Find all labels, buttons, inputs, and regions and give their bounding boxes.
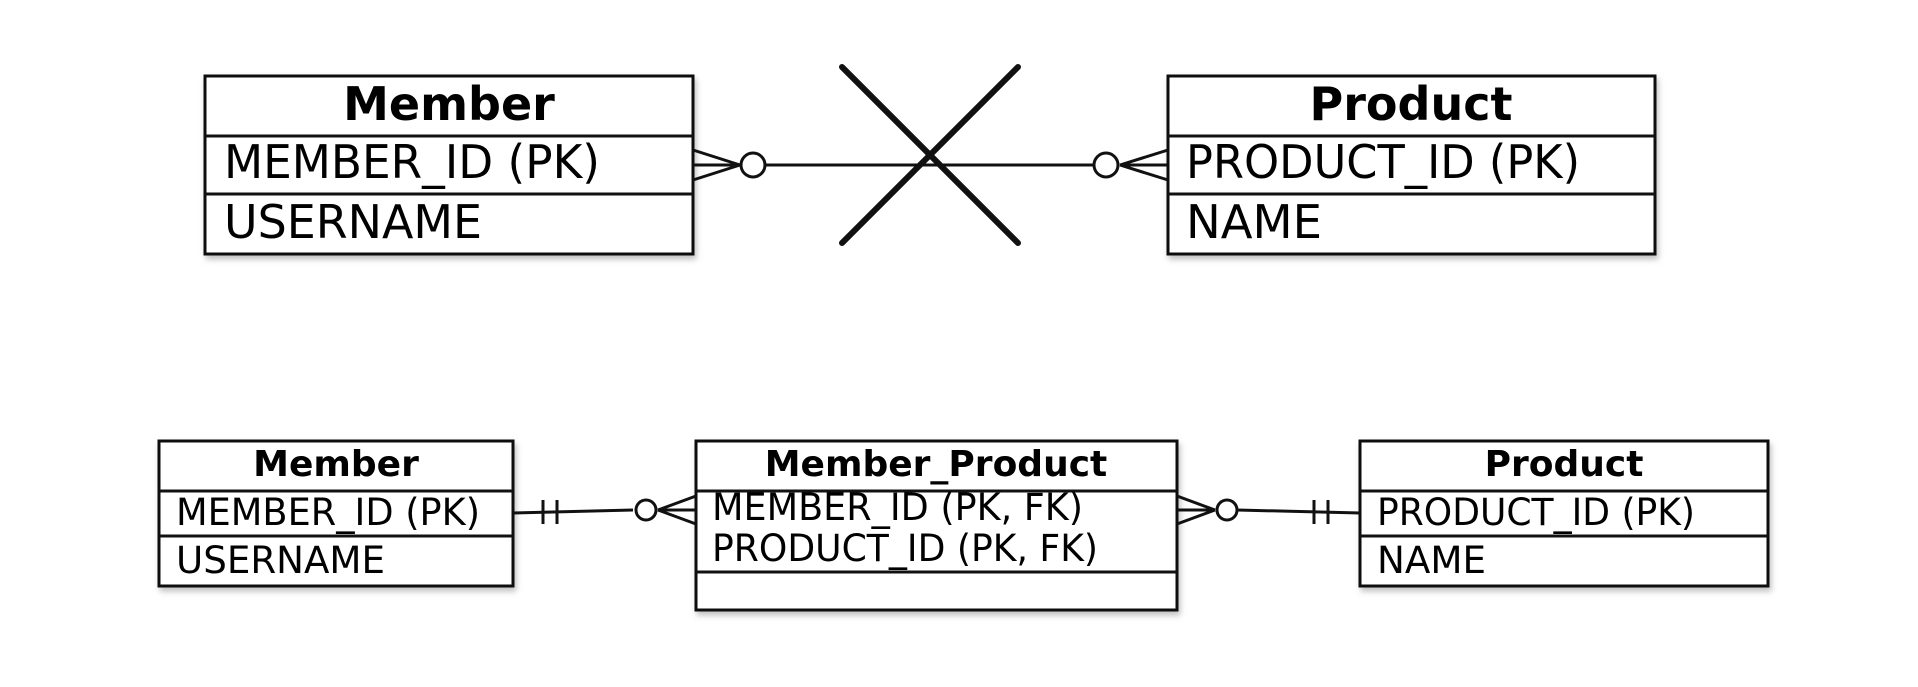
top-product-field-name: NAME [1186, 195, 1322, 249]
bottom-member-field-id: MEMBER_ID (PK) [176, 491, 480, 534]
optional-circle-icon [1215, 498, 1239, 522]
top-member-entity[interactable]: Member MEMBER_ID (PK) USERNAME [203, 74, 695, 256]
bottom-product-entity[interactable]: Product PRODUCT_ID (PK) NAME [1358, 439, 1770, 588]
bottom-member-field-username: USERNAME [176, 539, 385, 582]
optional-circle-icon [1092, 151, 1120, 179]
crows-foot-icon [657, 494, 697, 526]
bottom-member-entity[interactable]: Member MEMBER_ID (PK) USERNAME [157, 439, 515, 588]
top-diagram: Member MEMBER_ID (PK) USERNAME Product P… [203, 64, 1657, 256]
top-member-field-username: USERNAME [224, 195, 482, 249]
top-member-title: Member [343, 77, 555, 131]
bottom-diagram: Member MEMBER_ID (PK) USERNAME Member_Pr… [157, 439, 1770, 612]
bottom-relationship-left [512, 494, 697, 526]
bottom-member-product-box [694, 439, 1179, 612]
crows-foot-icon [1119, 148, 1169, 182]
bottom-product-title: Product [1485, 444, 1644, 485]
top-member-box [203, 74, 695, 256]
relationship-line [1236, 508, 1361, 515]
bottom-member-title: Member [253, 444, 419, 485]
bottom-product-box [1358, 439, 1770, 588]
crows-foot-icon [692, 148, 741, 182]
top-member-field-id: MEMBER_ID (PK) [224, 135, 600, 189]
top-relationship [692, 148, 1169, 182]
relationship-line [512, 508, 634, 515]
bottom-member-product-field-product-id: PRODUCT_ID (PK, FK) [712, 527, 1098, 570]
bottom-product-field-id: PRODUCT_ID (PK) [1377, 491, 1695, 534]
invalid-x-icon [839, 64, 1021, 246]
optional-circle-icon [739, 151, 767, 179]
one-mandatory-icon [1312, 500, 1330, 524]
bottom-relationship-right [1176, 494, 1361, 526]
bottom-member-product-entity[interactable]: Member_Product MEMBER_ID (PK, FK) PRODUC… [694, 439, 1179, 612]
bottom-member-product-field-member-id: MEMBER_ID (PK, FK) [712, 486, 1083, 529]
bottom-member-box [157, 439, 515, 588]
top-product-box [1166, 74, 1657, 256]
top-product-field-id: PRODUCT_ID (PK) [1186, 135, 1580, 189]
crows-foot-icon [1176, 494, 1216, 526]
bottom-product-field-name: NAME [1377, 539, 1486, 582]
one-mandatory-icon [541, 500, 559, 524]
top-product-title: Product [1310, 77, 1513, 131]
top-product-entity[interactable]: Product PRODUCT_ID (PK) NAME [1166, 74, 1657, 256]
optional-circle-icon [634, 498, 658, 522]
bottom-member-product-title: Member_Product [765, 444, 1108, 485]
